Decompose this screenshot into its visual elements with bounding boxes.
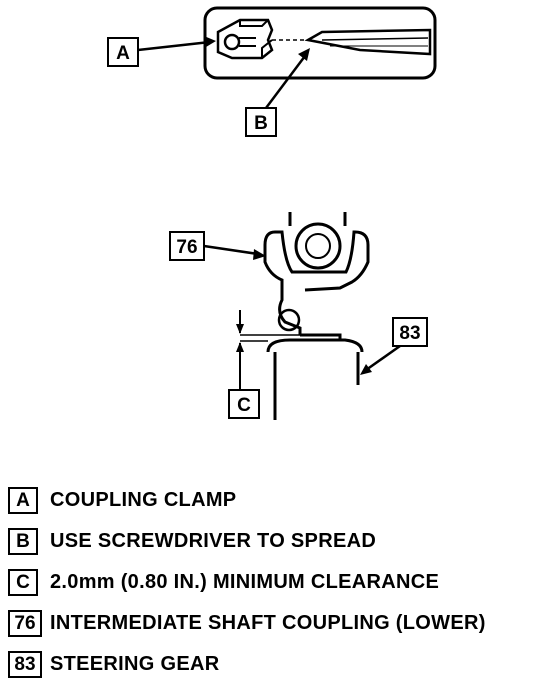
svg-text:B: B: [254, 113, 268, 134]
legend-key: 83: [8, 651, 42, 678]
svg-text:C: C: [237, 395, 251, 416]
legend-key: B: [8, 528, 38, 555]
legend-text: 2.0mm (0.80 IN.) MINIMUM CLEARANCE: [50, 571, 440, 593]
coupling-diagram: A B C: [107, 6, 437, 420]
legend-row-a: A COUPLING CLAMP: [8, 480, 538, 521]
legend-key: A: [8, 487, 38, 514]
clearance-dimension: [239, 310, 300, 372]
callout-b: B: [245, 48, 310, 137]
clamp-detail: [203, 6, 437, 80]
legend-row-83: 83 STEERING GEAR: [8, 644, 538, 685]
svg-text:76: 76: [176, 237, 197, 258]
svg-text:A: A: [116, 43, 130, 64]
legend-text: USE SCREWDRIVER TO SPREAD: [50, 530, 377, 552]
coupling-assembly: [263, 212, 370, 420]
legend-text: COUPLING CLAMP: [50, 489, 237, 511]
legend-row-76: 76 INTERMEDIATE SHAFT COUPLING (LOWER): [8, 603, 538, 644]
legend: A COUPLING CLAMP B USE SCREWDRIVER TO SP…: [8, 480, 538, 685]
clearance-arrow-bottom: [236, 342, 244, 352]
callout-a: A: [107, 36, 216, 67]
legend-text: INTERMEDIATE SHAFT COUPLING (LOWER): [50, 612, 486, 634]
legend-text: STEERING GEAR: [50, 653, 220, 675]
callout-76: 76: [169, 231, 266, 261]
callout-83: 83: [360, 317, 428, 375]
legend-key: 76: [8, 610, 42, 637]
callout-c: C: [228, 372, 260, 419]
legend-row-b: B USE SCREWDRIVER TO SPREAD: [8, 521, 538, 562]
svg-text:83: 83: [399, 323, 420, 344]
legend-row-c: C 2.0mm (0.80 IN.) MINIMUM CLEARANCE: [8, 562, 538, 603]
legend-key: C: [8, 569, 38, 596]
clearance-arrow-top: [236, 324, 244, 334]
